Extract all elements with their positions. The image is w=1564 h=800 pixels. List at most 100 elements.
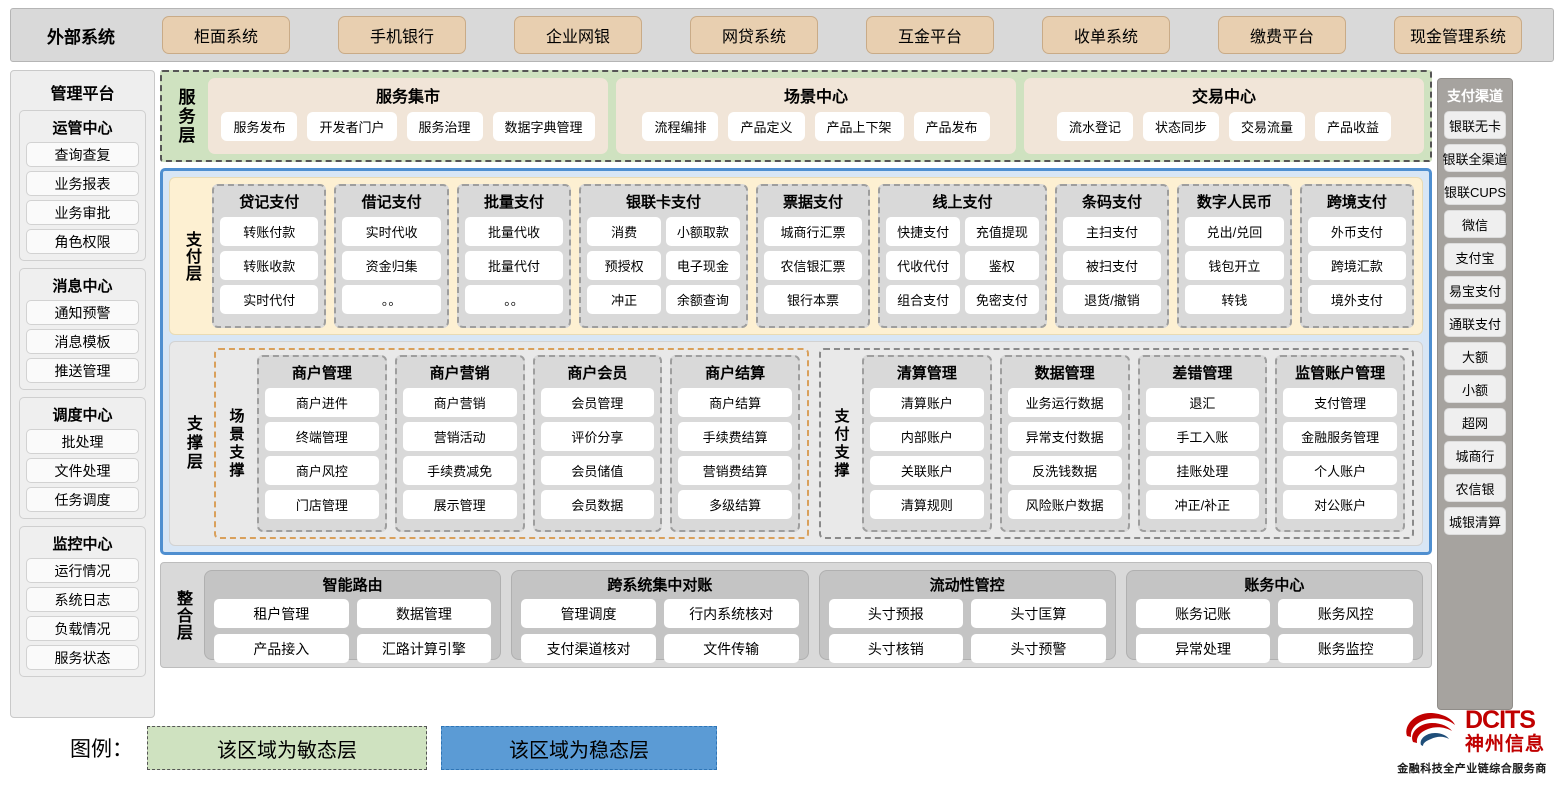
integration-feature-cell[interactable]: 租户管理 bbox=[214, 599, 349, 628]
integration-feature-cell[interactable]: 产品接入 bbox=[214, 634, 349, 663]
management-menu-item[interactable]: 业务报表 bbox=[26, 171, 139, 196]
management-menu-item[interactable]: 通知预警 bbox=[26, 300, 139, 325]
payment-feature-cell[interactable]: 实时代付 bbox=[220, 285, 319, 314]
payment-feature-cell[interactable]: 小额取款 bbox=[666, 217, 740, 246]
payment-feature-cell[interactable]: 实时代收 bbox=[342, 217, 441, 246]
management-menu-item[interactable]: 批处理 bbox=[26, 429, 139, 454]
payment-feature-cell[interactable]: 消费 bbox=[587, 217, 662, 246]
payment-channel-item[interactable]: 银联无卡 bbox=[1444, 111, 1506, 139]
support-feature-cell[interactable]: 手续费结算 bbox=[678, 422, 792, 451]
support-feature-cell[interactable]: 营销活动 bbox=[402, 422, 517, 451]
support-feature-cell[interactable]: 评价分享 bbox=[540, 422, 655, 451]
payment-channel-item[interactable]: 通联支付 bbox=[1444, 309, 1506, 337]
payment-feature-cell[interactable]: 钱包开立 bbox=[1185, 251, 1284, 280]
payment-feature-cell[interactable]: 城商行汇票 bbox=[763, 217, 863, 246]
payment-feature-cell[interactable]: 外币支付 bbox=[1307, 217, 1407, 246]
integration-feature-cell[interactable]: 头寸预警 bbox=[971, 634, 1106, 663]
external-system-chip[interactable]: 互金平台 bbox=[866, 16, 994, 54]
integration-feature-cell[interactable]: 支付渠道核对 bbox=[521, 634, 656, 663]
external-system-chip[interactable]: 缴费平台 bbox=[1218, 16, 1346, 54]
payment-feature-cell[interactable]: 资金归集 bbox=[342, 251, 441, 280]
payment-feature-cell[interactable]: 代收代付 bbox=[886, 251, 960, 280]
payment-channel-item[interactable]: 农信银 bbox=[1444, 474, 1506, 502]
management-menu-item[interactable]: 消息模板 bbox=[26, 329, 139, 354]
payment-feature-cell[interactable]: 兑出/兑回 bbox=[1185, 217, 1284, 246]
integration-feature-cell[interactable]: 头寸预报 bbox=[828, 599, 964, 628]
support-feature-cell[interactable]: 退汇 bbox=[1145, 388, 1260, 417]
support-feature-cell[interactable]: 终端管理 bbox=[265, 422, 379, 451]
service-feature-chip[interactable]: 服务发布 bbox=[221, 112, 298, 141]
support-feature-cell[interactable]: 商户进件 bbox=[265, 388, 379, 417]
payment-feature-cell[interactable]: 境外支付 bbox=[1307, 285, 1407, 314]
service-feature-chip[interactable]: 产品发布 bbox=[913, 112, 990, 141]
integration-feature-cell[interactable]: 账务风控 bbox=[1278, 599, 1413, 628]
payment-feature-cell[interactable]: 电子现金 bbox=[666, 251, 740, 280]
integration-feature-cell[interactable]: 头寸匡算 bbox=[971, 599, 1106, 628]
support-feature-cell[interactable]: 业务运行数据 bbox=[1007, 388, 1122, 417]
service-feature-chip[interactable]: 产品收益 bbox=[1315, 112, 1392, 141]
support-feature-cell[interactable]: 会员储值 bbox=[540, 456, 655, 485]
management-menu-item[interactable]: 系统日志 bbox=[26, 587, 139, 612]
support-feature-cell[interactable]: 清算规则 bbox=[870, 490, 984, 519]
payment-channel-item[interactable]: 银联CUPS bbox=[1444, 177, 1506, 205]
payment-feature-cell[interactable]: 被扫支付 bbox=[1062, 251, 1162, 280]
external-system-chip[interactable]: 柜面系统 bbox=[162, 16, 290, 54]
management-menu-item[interactable]: 角色权限 bbox=[26, 229, 139, 254]
payment-channel-item[interactable]: 支付宝 bbox=[1444, 243, 1506, 271]
service-feature-chip[interactable]: 流水登记 bbox=[1056, 112, 1133, 141]
payment-feature-cell[interactable]: 退货/撤销 bbox=[1062, 285, 1162, 314]
management-menu-item[interactable]: 推送管理 bbox=[26, 358, 139, 383]
management-menu-item[interactable]: 运行情况 bbox=[26, 558, 139, 583]
support-feature-cell[interactable]: 手工入账 bbox=[1145, 422, 1260, 451]
external-system-chip[interactable]: 现金管理系统 bbox=[1394, 16, 1522, 54]
management-menu-item[interactable]: 任务调度 bbox=[26, 487, 139, 512]
service-feature-chip[interactable]: 产品定义 bbox=[728, 112, 805, 141]
support-feature-cell[interactable]: 异常支付数据 bbox=[1007, 422, 1122, 451]
payment-feature-cell[interactable]: 银行本票 bbox=[763, 285, 863, 314]
service-feature-chip[interactable]: 状态同步 bbox=[1142, 112, 1219, 141]
payment-feature-cell[interactable]: 农信银汇票 bbox=[763, 251, 863, 280]
support-feature-cell[interactable]: 冲正/补正 bbox=[1145, 490, 1260, 519]
payment-feature-cell[interactable]: 批量代付 bbox=[464, 251, 564, 280]
integration-feature-cell[interactable]: 账务记账 bbox=[1135, 599, 1271, 628]
payment-feature-cell[interactable]: 余额查询 bbox=[666, 285, 740, 314]
service-feature-chip[interactable]: 产品上下架 bbox=[814, 112, 904, 141]
service-feature-chip[interactable]: 开发者门户 bbox=[307, 112, 397, 141]
management-menu-item[interactable]: 业务审批 bbox=[26, 200, 139, 225]
payment-feature-cell[interactable]: 转账收款 bbox=[220, 251, 319, 280]
support-feature-cell[interactable]: 对公账户 bbox=[1283, 490, 1397, 519]
management-menu-item[interactable]: 服务状态 bbox=[26, 645, 139, 670]
management-menu-item[interactable]: 文件处理 bbox=[26, 458, 139, 483]
support-feature-cell[interactable]: 会员管理 bbox=[540, 388, 655, 417]
service-feature-chip[interactable]: 服务治理 bbox=[406, 112, 483, 141]
support-feature-cell[interactable]: 商户营销 bbox=[402, 388, 517, 417]
payment-channel-item[interactable]: 易宝支付 bbox=[1444, 276, 1506, 304]
integration-feature-cell[interactable]: 管理调度 bbox=[521, 599, 656, 628]
support-feature-cell[interactable]: 个人账户 bbox=[1283, 456, 1397, 485]
integration-feature-cell[interactable]: 文件传输 bbox=[663, 634, 799, 663]
payment-feature-cell[interactable]: 快捷支付 bbox=[886, 217, 960, 246]
payment-feature-cell[interactable]: 充值提现 bbox=[965, 217, 1039, 246]
external-system-chip[interactable]: 收单系统 bbox=[1042, 16, 1170, 54]
support-feature-cell[interactable]: 挂账处理 bbox=[1145, 456, 1260, 485]
support-feature-cell[interactable]: 商户风控 bbox=[265, 456, 379, 485]
payment-channel-item[interactable]: 银联全渠道 bbox=[1443, 144, 1508, 172]
integration-feature-cell[interactable]: 行内系统核对 bbox=[663, 599, 799, 628]
payment-channel-item[interactable]: 城银清算 bbox=[1444, 507, 1506, 535]
service-feature-chip[interactable]: 数据字典管理 bbox=[492, 112, 595, 141]
management-menu-item[interactable]: 查询查复 bbox=[26, 142, 139, 167]
support-feature-cell[interactable]: 门店管理 bbox=[265, 490, 379, 519]
support-feature-cell[interactable]: 内部账户 bbox=[870, 422, 984, 451]
payment-feature-cell[interactable]: 。。 bbox=[464, 285, 564, 314]
support-feature-cell[interactable]: 手续费减免 bbox=[402, 456, 517, 485]
support-feature-cell[interactable]: 展示管理 bbox=[402, 490, 517, 519]
payment-feature-cell[interactable]: 转账付款 bbox=[220, 217, 319, 246]
payment-feature-cell[interactable]: 冲正 bbox=[587, 285, 662, 314]
support-feature-cell[interactable]: 会员数据 bbox=[540, 490, 655, 519]
support-feature-cell[interactable]: 关联账户 bbox=[870, 456, 984, 485]
payment-feature-cell[interactable]: 转钱 bbox=[1185, 285, 1284, 314]
external-system-chip[interactable]: 手机银行 bbox=[338, 16, 466, 54]
payment-feature-cell[interactable]: 预授权 bbox=[587, 251, 662, 280]
payment-feature-cell[interactable]: 跨境汇款 bbox=[1307, 251, 1407, 280]
support-feature-cell[interactable]: 营销费结算 bbox=[678, 456, 792, 485]
